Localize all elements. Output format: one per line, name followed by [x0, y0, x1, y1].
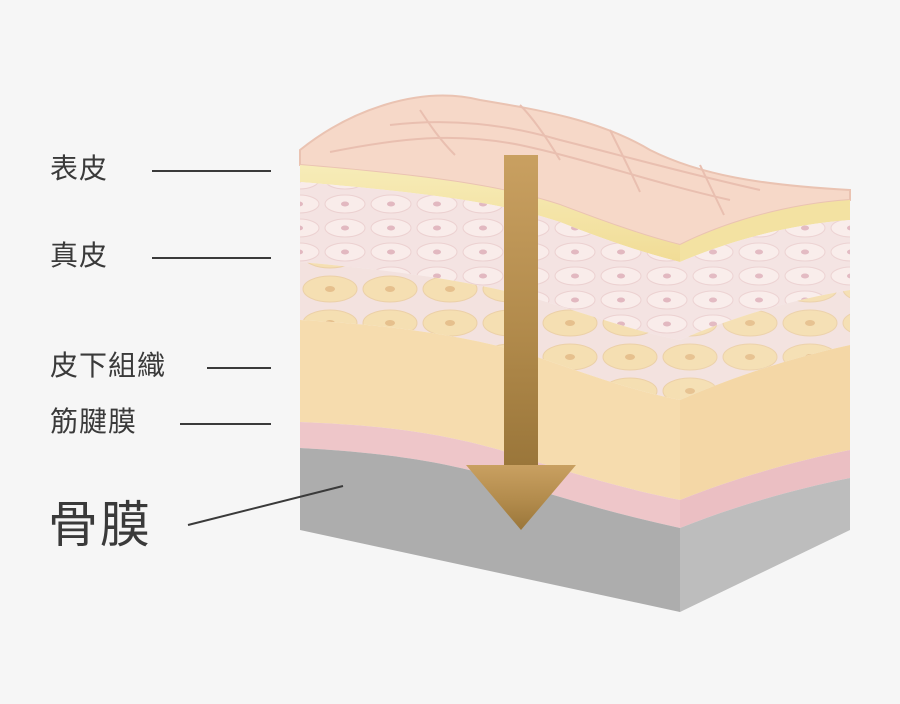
dermis-front: [300, 182, 680, 340]
label-dermis: 真皮: [50, 239, 109, 272]
subcutaneous-side: [680, 345, 850, 500]
label-fascia: 筋腱膜: [50, 405, 138, 438]
down-arrow-icon: [466, 155, 576, 530]
periosteum-side: [680, 478, 850, 612]
subcutaneous-cells-side: [680, 290, 850, 400]
label-periosteum: 骨膜: [48, 496, 152, 554]
subcutaneous-cells-front: [300, 262, 680, 400]
epidermis-surface-lines: [329, 104, 761, 216]
subcutaneous-front: [300, 320, 680, 500]
label-subcutaneous: 皮下組織: [50, 349, 167, 382]
epidermis-band-front: [300, 165, 680, 262]
leader-periosteum: [187, 485, 344, 526]
periosteum-front: [300, 448, 680, 612]
fascia-side: [680, 450, 850, 528]
dermis-side: [680, 220, 850, 340]
epidermis-band-side: [680, 200, 850, 262]
label-epidermis: 表皮: [50, 152, 109, 185]
